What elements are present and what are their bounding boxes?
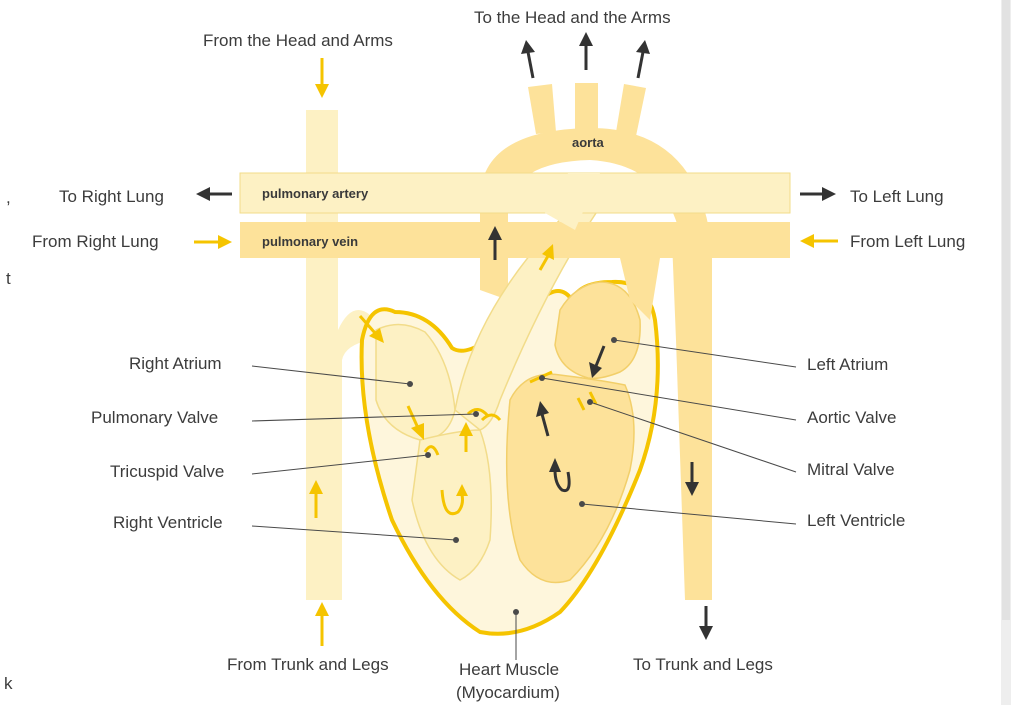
label-myocardium: (Myocardium): [456, 683, 560, 703]
label-right-ventricle: Right Ventricle: [113, 513, 223, 533]
arrow-from-head-arms: [315, 58, 329, 98]
label-to-head-arms: To the Head and the Arms: [474, 8, 671, 28]
arrow-to-left-lung: [800, 187, 836, 201]
aorta-label: aorta: [572, 135, 605, 150]
arrow-from-right-lung: [194, 235, 232, 249]
label-pulmonary-valve: Pulmonary Valve: [91, 408, 218, 428]
label-from-trunk-legs: From Trunk and Legs: [227, 655, 389, 675]
arrow-to-trunk-legs: [699, 606, 713, 640]
label-from-right-lung: From Right Lung: [32, 232, 159, 252]
left-edge-fragment-1: ,: [6, 188, 11, 208]
label-to-right-lung: To Right Lung: [59, 187, 164, 207]
label-to-trunk-legs: To Trunk and Legs: [633, 655, 773, 675]
aorta-branch-center: [575, 83, 598, 130]
label-aortic-valve: Aortic Valve: [807, 408, 896, 428]
label-left-atrium: Left Atrium: [807, 355, 888, 375]
label-mitral-valve: Mitral Valve: [807, 460, 895, 480]
pulmonary-artery-label: pulmonary artery: [262, 186, 369, 201]
label-to-left-lung: To Left Lung: [850, 187, 944, 207]
arrow-to-head-3: [636, 40, 650, 78]
label-left-ventricle: Left Ventricle: [807, 511, 905, 531]
label-right-atrium: Right Atrium: [129, 354, 222, 374]
arrow-from-trunk-legs: [315, 602, 329, 646]
label-heart-muscle: Heart Muscle: [459, 660, 559, 680]
pulmonary-vein-label: pulmonary vein: [262, 234, 358, 249]
aorta-branch-left: [528, 84, 556, 134]
scrollbar-thumb[interactable]: [1002, 0, 1010, 620]
left-edge-fragment-2: t: [6, 269, 11, 289]
label-from-head-arms: From the Head and Arms: [203, 31, 393, 51]
label-from-left-lung: From Left Lung: [850, 232, 965, 252]
arrow-to-right-lung: [196, 187, 232, 201]
arrow-to-head-1: [521, 40, 535, 78]
left-edge-fragment-3: k: [4, 674, 13, 694]
arrow-to-head-2: [579, 32, 593, 70]
aorta-branch-right: [616, 84, 646, 136]
arrow-from-left-lung: [800, 234, 838, 248]
label-tricuspid-valve: Tricuspid Valve: [110, 462, 224, 482]
